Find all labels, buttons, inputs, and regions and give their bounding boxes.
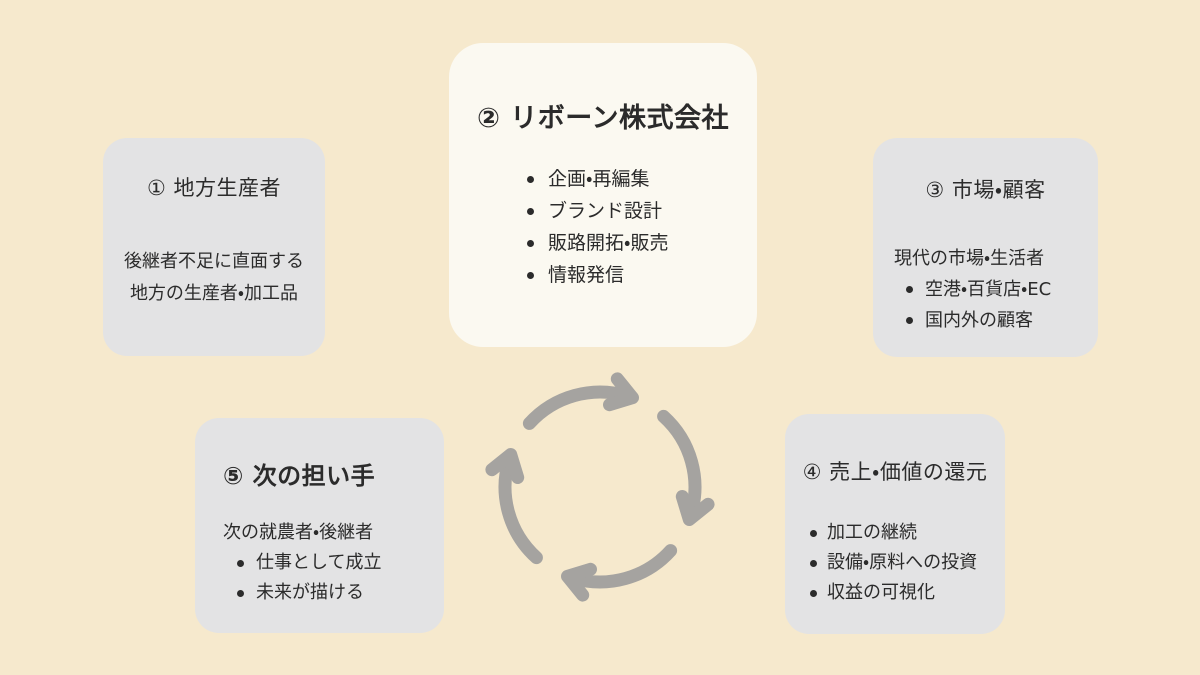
bullet-item: 仕事として成立 (235, 548, 444, 578)
bullet-item: 販路開拓・販売 (525, 227, 757, 259)
card-revenue-return: ④ 売上・価値の還元 加工の継続 設備・原料への投資 収益の可視化 (785, 414, 1005, 634)
bullet-item: 未来が描ける (235, 578, 444, 608)
card-title: ⑤ 次の担い手 (223, 462, 376, 490)
card-body: 現代の市場・生活者 空港・百貨店・EC 国内外の顧客 (873, 244, 1098, 336)
bullet-list: 加工の継続 設備・原料への投資 収益の可視化 (785, 518, 1005, 608)
card-title: ① 地方生産者 (146, 176, 281, 200)
card-body: 後継者不足に直面する 地方の生産者・加工品 (103, 246, 325, 310)
lead-text: 次の就農者・後継者 (223, 522, 374, 543)
bullet-list: 企画・再編集 ブランド設計 販路開拓・販売 情報発信 (449, 163, 757, 291)
bullet-list: 空港・百貨店・EC 国内外の顧客 (904, 274, 1098, 336)
lead-text: 現代の市場・生活者 (894, 248, 1045, 269)
cycle-arrows-icon (485, 372, 715, 602)
card-title: ④ 売上・価値の還元 (802, 460, 988, 484)
card-market-customers: ③ 市場・顧客 現代の市場・生活者 空港・百貨店・EC 国内外の顧客 (873, 138, 1098, 357)
bullet-item: 設備・原料への投資 (808, 548, 1005, 578)
bullet-item: 国内外の顧客 (904, 305, 1098, 336)
card-title: ② リボーン株式会社 (477, 103, 729, 134)
bullet-list: 仕事として成立 未来が描ける (235, 548, 444, 608)
bullet-item: 企画・再編集 (525, 163, 757, 195)
bullet-item: 空港・百貨店・EC (904, 274, 1098, 305)
card-title: ③ 市場・顧客 (925, 178, 1046, 202)
bullet-item: 加工の継続 (808, 518, 1005, 548)
bullet-item: 収益の可視化 (808, 578, 1005, 608)
card-next-generation: ⑤ 次の担い手 次の就農者・後継者 仕事として成立 未来が描ける (195, 418, 444, 633)
bullet-item: 情報発信 (525, 259, 757, 291)
bullet-item: ブランド設計 (525, 195, 757, 227)
card-reborn-company: ② リボーン株式会社 企画・再編集 ブランド設計 販路開拓・販売 情報発信 (449, 43, 757, 347)
body-line: 地方の生産者・加工品 (129, 283, 299, 304)
card-local-producers: ① 地方生産者 後継者不足に直面する 地方の生産者・加工品 (103, 138, 325, 356)
body-line: 後継者不足に直面する (124, 251, 304, 272)
